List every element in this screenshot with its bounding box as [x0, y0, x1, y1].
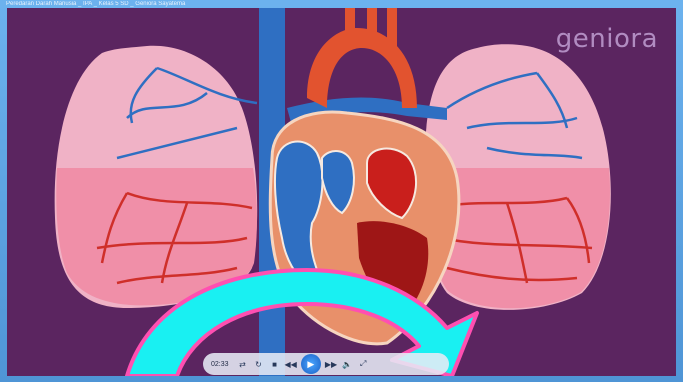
volume-icon[interactable]: 🔈 [341, 357, 353, 371]
play-icon[interactable]: ▶ [301, 354, 321, 374]
fast-forward-icon[interactable]: ▶▶ [325, 357, 337, 371]
video-area[interactable]: geniora [7, 8, 676, 376]
window-title: Peredaran Darah Manusia _ IPA _ Kelas 5 … [6, 1, 185, 7]
fullscreen-icon[interactable]: ⤢ [357, 357, 369, 371]
repeat-icon[interactable]: ↻ [253, 357, 265, 371]
playback-time: 02:33 [211, 361, 229, 368]
media-player-controls: 02:33 ⇄ ↻ ■ ◀◀ ▶ ▶▶ 🔈 ⤢ [203, 353, 449, 375]
heart-lungs-illustration [7, 8, 676, 376]
shuffle-icon[interactable]: ⇄ [237, 357, 249, 371]
stop-icon[interactable]: ■ [269, 357, 281, 371]
aorta [307, 28, 417, 108]
rewind-icon[interactable]: ◀◀ [285, 357, 297, 371]
geniora-logo: geniora [556, 24, 658, 54]
